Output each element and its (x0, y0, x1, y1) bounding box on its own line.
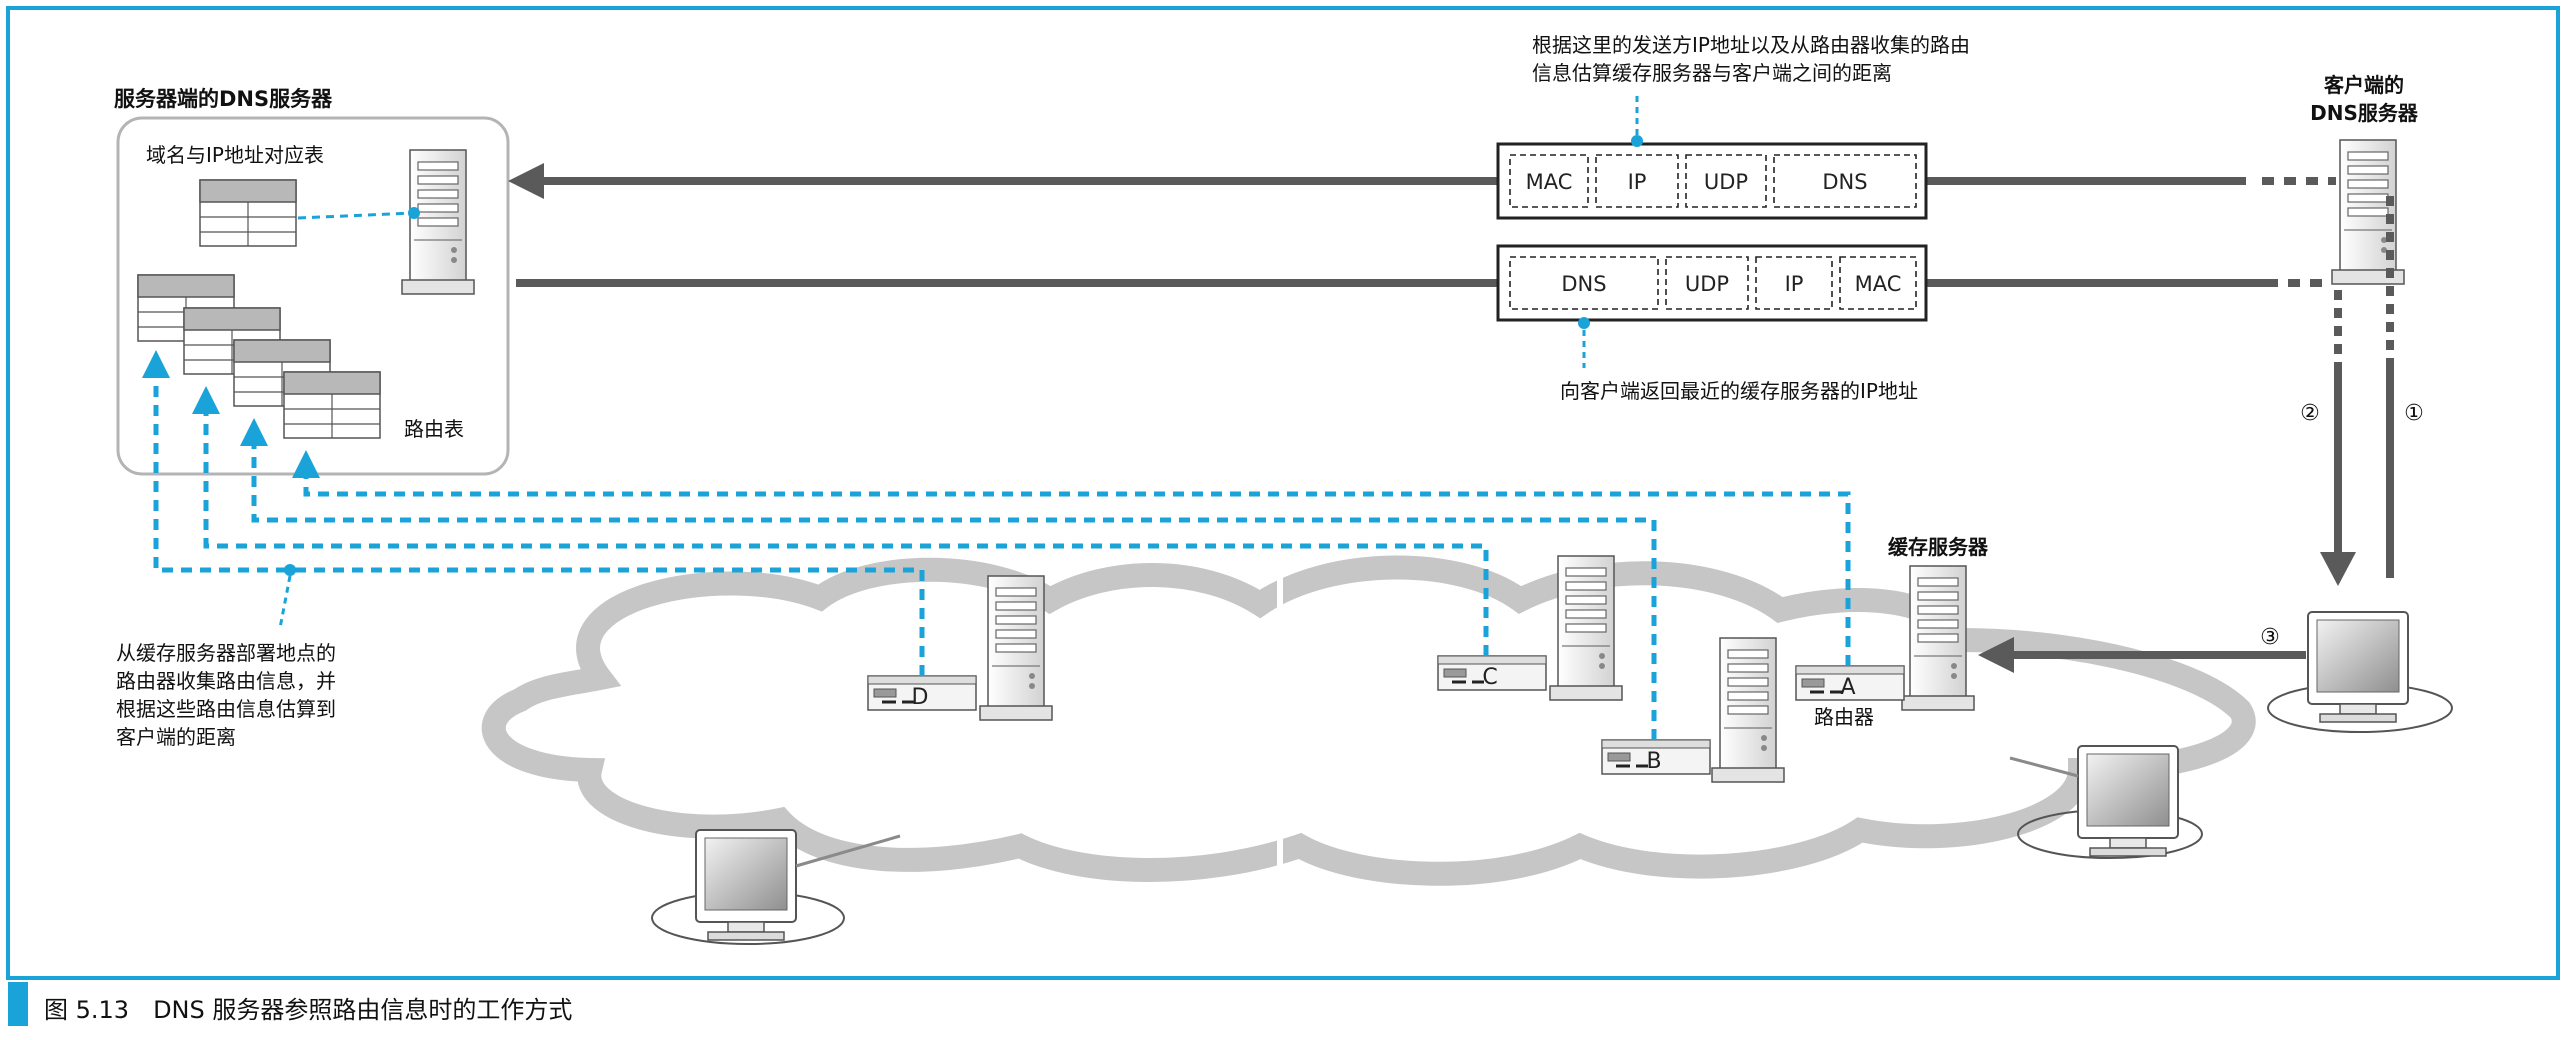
routing-table-label: 路由表 (404, 417, 464, 441)
caption-marker (8, 982, 28, 1026)
client-pc-left-monitor-icon (695, 829, 797, 941)
top-note-dot (1631, 135, 1643, 147)
request-arrow (508, 163, 2336, 199)
route-arrow-3 (240, 418, 268, 446)
step3-label: ③ (2260, 625, 2280, 650)
client-dns-label-line1: 客户端的 (2323, 73, 2404, 97)
route-arrow-1 (142, 350, 170, 378)
client-right-link (2009, 756, 2079, 778)
client-pc-monitor-icon (2307, 611, 2409, 723)
step3-arrow (1978, 637, 2306, 673)
cache-server-d-icon (979, 575, 1053, 721)
cache-server-b-icon (1711, 637, 1785, 783)
table-server-dot (408, 207, 420, 219)
left-note-pointer (278, 575, 292, 629)
request-field-mac: MAC (1526, 170, 1573, 194)
client-dns-label-line2: DNS服务器 (2310, 101, 2419, 125)
step2-arrow (2320, 290, 2356, 586)
reply-field-mac: MAC (1855, 272, 1902, 296)
request-field-dns: DNS (1822, 170, 1867, 194)
router-b-label: B (1646, 749, 1661, 774)
reply-field-dns: DNS (1561, 272, 1606, 296)
domain-ip-table (199, 179, 297, 247)
reply-note: 向客户端返回最近的缓存服务器的IP地址 (1560, 379, 1918, 403)
top-note-line2: 信息估算缓存服务器与客户端之间的距离 (1532, 61, 1892, 85)
domain-table-label: 域名与IP地址对应表 (146, 143, 324, 167)
request-field-ip: IP (1628, 170, 1647, 194)
reply-note-dot (1578, 317, 1590, 329)
diagram-frame (6, 6, 2560, 980)
left-note-line4: 客户端的距离 (116, 725, 236, 749)
client-dns-server-icon (2331, 139, 2405, 285)
reply-field-udp: UDP (1685, 272, 1729, 296)
route-arrow-4 (292, 450, 320, 478)
top-note-line1: 根据这里的发送方IP地址以及从路由器收集的路由 (1532, 33, 1970, 57)
reply-packet: DNS UDP IP MAC (1496, 244, 1928, 322)
authoritative-dns-title: 服务器端的DNS服务器 (114, 87, 333, 111)
left-note-line3: 根据这些路由信息估算到 (116, 697, 336, 721)
client-pc-right-monitor-icon (2077, 745, 2179, 857)
left-note-line1: 从缓存服务器部署地点的 (116, 641, 336, 665)
router-c-label: C (1482, 665, 1497, 690)
cache-server-a-icon (1901, 565, 1975, 711)
route-arrow-2 (192, 386, 220, 414)
client-left-link (795, 834, 901, 868)
router-label: 路由器 (1814, 705, 1874, 729)
router-d-label: D (912, 685, 929, 710)
reply-field-ip: IP (1785, 272, 1804, 296)
step2-label: ② (2300, 401, 2320, 426)
table-server-link (297, 211, 415, 220)
routing-table-4 (283, 371, 381, 439)
cache-server-label: 缓存服务器 (1888, 535, 1989, 559)
request-packet: MAC IP UDP DNS (1496, 142, 1928, 220)
authoritative-dns-server-icon (401, 149, 475, 295)
cache-server-c-icon (1549, 555, 1623, 701)
router-a-label: A (1840, 675, 1855, 700)
route-collection-paths (153, 374, 1851, 740)
request-field-udp: UDP (1704, 170, 1748, 194)
figure-caption: 图 5.13 DNS 服务器参照路由信息时的工作方式 (44, 996, 572, 1024)
left-note-line2: 路由器收集路由信息，并 (116, 669, 336, 693)
step1-label: ① (2404, 401, 2424, 426)
left-note-dot (284, 564, 296, 576)
